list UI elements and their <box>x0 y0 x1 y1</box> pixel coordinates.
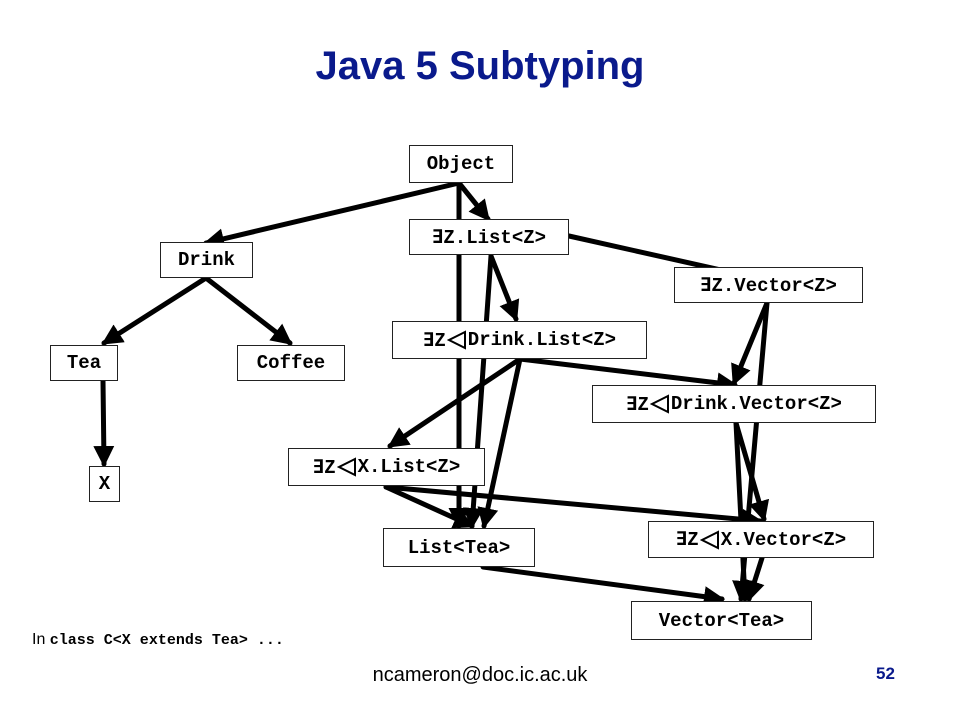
arrow-list-tea-to-vector-tea <box>480 564 725 608</box>
node-x-label: X <box>98 473 111 495</box>
author-email: ncameron@doc.ic.ac.uk <box>372 664 588 686</box>
arrow-exists-x-list-to-exists-x-vector <box>383 484 763 530</box>
node-vector-tea: Vector<Tea> <box>631 601 812 640</box>
node-drink: Drink <box>160 242 253 278</box>
bound-triangle-icon <box>446 330 466 350</box>
arrow-object-to-drink <box>203 180 462 250</box>
arrow-drink-to-tea <box>101 275 209 346</box>
node-exists-x-vector: ∃Z X.Vector<Z> <box>648 521 874 558</box>
arrow-exists-drink-vector-to-exists-x-vector <box>733 420 770 522</box>
node-tea-label: Tea <box>66 352 102 374</box>
slide-number: 52 <box>876 664 895 683</box>
arrow-exists-list-to-exists-drink-list <box>488 253 520 322</box>
node-tea: Tea <box>50 345 118 381</box>
node-coffee: Coffee <box>237 345 345 381</box>
arrow-exists-drink-list-to-exists-x-list <box>387 356 523 449</box>
node-exists-x-list-suffix: X.List<Z> <box>357 456 461 478</box>
node-list-tea: List<Tea> <box>383 528 535 567</box>
class-declaration-prefix: In <box>32 631 50 648</box>
node-exists-list: ∃Z.List<Z> <box>409 219 569 255</box>
arrow-object-to-exists-list <box>456 180 491 222</box>
node-object-label: Object <box>426 153 496 175</box>
node-object: Object <box>409 145 513 183</box>
node-drink-label: Drink <box>177 249 235 271</box>
arrow-exists-drink-list-to-exists-drink-vector <box>517 356 738 394</box>
bound-triangle-icon <box>336 457 356 477</box>
node-exists-x-list: ∃Z X.List<Z> <box>288 448 485 486</box>
node-exists-drink-list-prefix: ∃Z <box>422 329 446 352</box>
node-exists-x-vector-prefix: ∃Z <box>675 529 699 551</box>
arrow-exists-x-vector-to-vector-tea <box>744 555 765 602</box>
node-exists-drink-list: ∃Z Drink.List<Z> <box>392 321 647 359</box>
arrow-tea-to-x <box>93 378 115 467</box>
arrow-drink-to-coffee <box>203 275 293 346</box>
node-coffee-label: Coffee <box>256 352 326 374</box>
node-exists-drink-list-suffix: Drink.List<Z> <box>467 329 617 351</box>
node-x: X <box>89 466 120 502</box>
bound-triangle-icon <box>649 394 669 414</box>
node-exists-drink-vector-suffix: Drink.Vector<Z> <box>670 393 842 415</box>
node-exists-vector: ∃Z.Vector<Z> <box>674 267 863 303</box>
class-declaration-note: In class C<X extends Tea> ... <box>32 631 284 649</box>
node-exists-x-list-prefix: ∃Z <box>312 456 336 479</box>
arrow-exists-x-list-to-list-tea <box>383 484 475 529</box>
node-exists-x-vector-suffix: X.Vector<Z> <box>720 528 847 551</box>
node-exists-drink-vector-prefix: ∃Z <box>626 393 649 416</box>
class-declaration-code: class C<X extends Tea> ... <box>49 632 284 649</box>
node-vector-tea-label: Vector<Tea> <box>658 609 785 632</box>
arrow-exists-drink-vector-to-vector-tea <box>733 420 755 602</box>
bound-triangle-icon <box>699 529 719 550</box>
arrow-exists-vector-to-exists-drink-vector <box>731 300 770 386</box>
slide-title: Java 5 Subtyping <box>315 44 645 88</box>
node-exists-list-label: ∃Z.List<Z> <box>431 226 547 249</box>
node-list-tea-label: List<Tea> <box>407 536 511 559</box>
node-exists-drink-vector: ∃Z Drink.Vector<Z> <box>592 385 876 423</box>
node-exists-vector-label: ∃Z.Vector<Z> <box>700 274 837 297</box>
